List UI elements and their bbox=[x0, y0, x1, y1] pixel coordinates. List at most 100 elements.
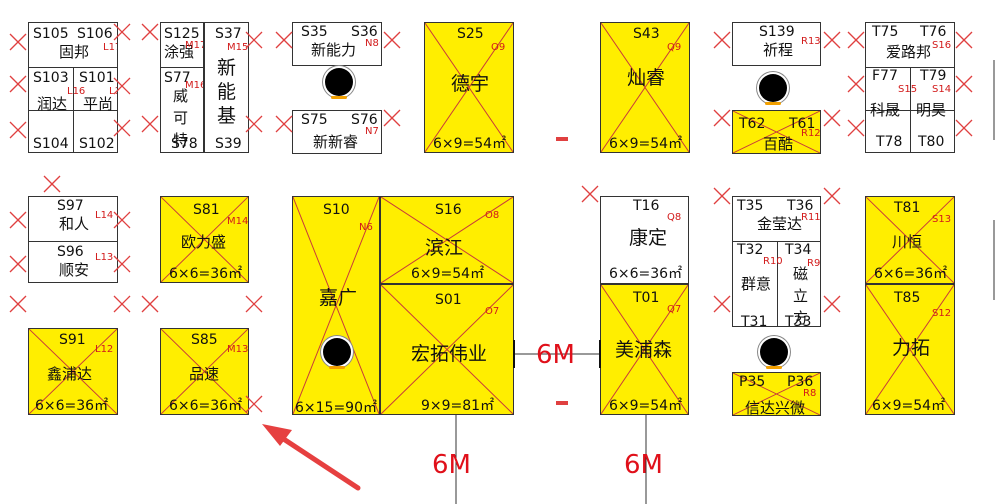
sold-cross-mark bbox=[733, 373, 820, 415]
empty-booth-cross-icon bbox=[245, 31, 263, 49]
booth-area: 6×9=54㎡ bbox=[411, 266, 485, 282]
exhibitor-name: 灿睿 bbox=[627, 67, 666, 89]
sold-cross-mark bbox=[866, 197, 954, 283]
booth-number: S77 bbox=[164, 70, 191, 86]
exhibitor-name: 德宇 bbox=[451, 73, 490, 95]
booth-area: 6×6=36㎡ bbox=[609, 266, 683, 282]
booth-number: S36 bbox=[351, 24, 378, 40]
booth-grid-ref: R13 bbox=[801, 36, 821, 47]
booth-number: T80 bbox=[918, 134, 945, 150]
empty-booth-cross-icon bbox=[9, 121, 27, 139]
empty-booth-cross-icon bbox=[113, 23, 131, 41]
pointer-arrow-icon bbox=[262, 424, 361, 491]
booth-divider bbox=[777, 241, 778, 326]
aisle-marker bbox=[556, 137, 568, 141]
booth-number: S75 bbox=[301, 112, 328, 128]
booth-grid-ref: O7 bbox=[485, 306, 500, 317]
booth-grid-ref: R9 bbox=[807, 258, 821, 269]
booth-number: T36 bbox=[787, 198, 814, 214]
empty-booth-cross-icon bbox=[141, 23, 159, 41]
exhibitor-name: 金莹达 bbox=[757, 215, 803, 233]
empty-booth-cross-icon bbox=[9, 33, 27, 51]
empty-booth-cross-icon bbox=[955, 31, 973, 49]
booth-number: S103 bbox=[33, 70, 69, 86]
empty-booth-cross-icon bbox=[113, 119, 131, 137]
empty-booth-cross-icon bbox=[275, 31, 293, 49]
booth-number: P35 bbox=[739, 374, 766, 390]
exhibitor-name: 群意 bbox=[741, 275, 772, 293]
booth-grid-ref: S13 bbox=[932, 214, 952, 225]
sold-cross-mark bbox=[381, 285, 513, 414]
aisle-marker bbox=[556, 401, 568, 405]
booth-number: S39 bbox=[215, 136, 242, 152]
booth-number: T75 bbox=[872, 24, 899, 40]
aisle-width-label: 6M bbox=[624, 450, 663, 480]
exhibitor-name: 美浦森 bbox=[615, 339, 673, 361]
booth-number: T79 bbox=[920, 68, 947, 84]
booth-number: S97 bbox=[57, 198, 84, 214]
booth-grid-ref: S12 bbox=[932, 308, 952, 319]
booth-S125-block[interactable]: S125涂强M17S77威可特M16S78 bbox=[160, 22, 204, 153]
booth-number: S10 bbox=[323, 202, 350, 218]
booth-grid-ref: N7 bbox=[365, 126, 379, 137]
exhibitor-name: 可 bbox=[173, 109, 189, 127]
booth-number: S37 bbox=[215, 26, 242, 42]
booth-grid-ref: L12 bbox=[95, 344, 114, 355]
booth-divider bbox=[29, 241, 117, 242]
booth-number: S35 bbox=[301, 24, 328, 40]
sold-cross-mark bbox=[601, 23, 689, 152]
booth-number: T76 bbox=[920, 24, 947, 40]
booth-number: S16 bbox=[435, 202, 462, 218]
exhibitor-name: 欧力盛 bbox=[181, 233, 227, 251]
booth-grid-ref: L13 bbox=[95, 252, 114, 263]
booth-grid-ref: R10 bbox=[763, 256, 783, 267]
exhibitor-name: 固邦 bbox=[59, 43, 90, 61]
booth-number: S91 bbox=[59, 332, 86, 348]
booth-number: T81 bbox=[894, 200, 921, 216]
sold-cross-mark bbox=[161, 197, 248, 282]
empty-booth-cross-icon bbox=[141, 295, 159, 313]
exhibitor-name: 科晟 bbox=[870, 101, 901, 119]
booth-number: T32 bbox=[737, 242, 764, 258]
empty-booth-cross-icon bbox=[581, 185, 599, 203]
exhibitor-name: 立 bbox=[793, 287, 809, 305]
booth-S105-block[interactable]: S105S106固邦L17S103S101润达平尚L16L15S104S102 bbox=[28, 22, 118, 153]
sold-cross-mark bbox=[866, 285, 954, 414]
booth-grid-ref: L14 bbox=[95, 210, 114, 221]
empty-booth-cross-icon bbox=[713, 109, 731, 127]
booth-grid-ref: R12 bbox=[801, 128, 821, 139]
exhibitor-name: 百酷 bbox=[763, 135, 794, 153]
empty-booth-cross-icon bbox=[245, 295, 263, 313]
sold-cross-mark bbox=[161, 329, 248, 414]
booth-number: T61 bbox=[789, 116, 816, 132]
exhibitor-name: 爱路邦 bbox=[886, 43, 932, 61]
booth-number: S01 bbox=[435, 292, 462, 308]
booth-number: T62 bbox=[739, 116, 766, 132]
exhibitor-name: 川恒 bbox=[892, 233, 923, 251]
exhibitor-name: 方 bbox=[793, 309, 809, 327]
booth-grid-ref: Q7 bbox=[667, 304, 682, 315]
empty-booth-cross-icon bbox=[113, 211, 131, 229]
